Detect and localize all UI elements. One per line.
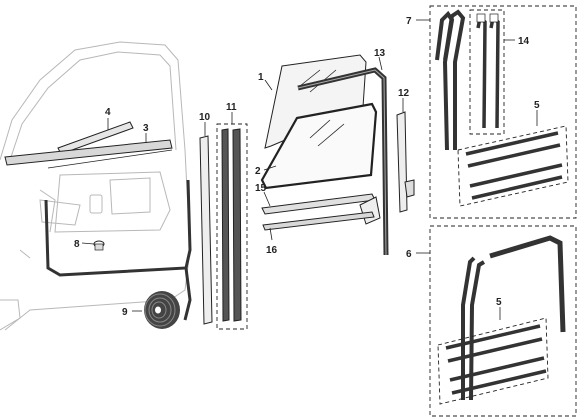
part-5-felt-strips-upper — [457, 110, 569, 207]
door-perimeter-seal — [44, 179, 192, 321]
callout-5-upper: 5 — [534, 100, 540, 111]
part-5-felt-strips-lower — [437, 307, 549, 405]
part-2-door-glass — [260, 102, 378, 190]
callout-12: 12 — [398, 88, 410, 99]
part-9-seal-tape-roll — [132, 291, 180, 329]
callout-13: 13 — [374, 48, 386, 59]
part-10-run-channel — [199, 122, 213, 325]
callout-3: 3 — [143, 123, 149, 134]
part-11-channel-seals — [216, 112, 248, 330]
part-13-glass-run-channel — [297, 56, 389, 256]
part-8-clip — [81, 240, 105, 251]
callout-6: 6 — [406, 249, 412, 260]
door-outline — [0, 41, 191, 331]
part-3-beltline-inner — [4, 133, 173, 169]
part-7-kit-box — [416, 5, 577, 219]
callout-9: 9 — [122, 307, 128, 318]
callout-2: 2 — [255, 166, 261, 177]
part-16-lower-seal — [262, 211, 375, 241]
callout-4: 4 — [105, 107, 111, 118]
callout-7: 7 — [406, 16, 412, 27]
callout-5-lower: 5 — [496, 297, 502, 308]
part-6-kit-box — [416, 225, 577, 417]
part-14-run-channels — [469, 9, 515, 135]
callout-11: 11 — [226, 102, 237, 113]
callout-16: 16 — [266, 245, 278, 256]
callout-8: 8 — [74, 239, 80, 250]
callout-14: 14 — [518, 36, 530, 47]
callout-1: 1 — [258, 72, 264, 83]
part-12-division-bar — [396, 98, 415, 213]
callout-10: 10 — [199, 112, 211, 123]
callout-15: 15 — [255, 183, 267, 194]
